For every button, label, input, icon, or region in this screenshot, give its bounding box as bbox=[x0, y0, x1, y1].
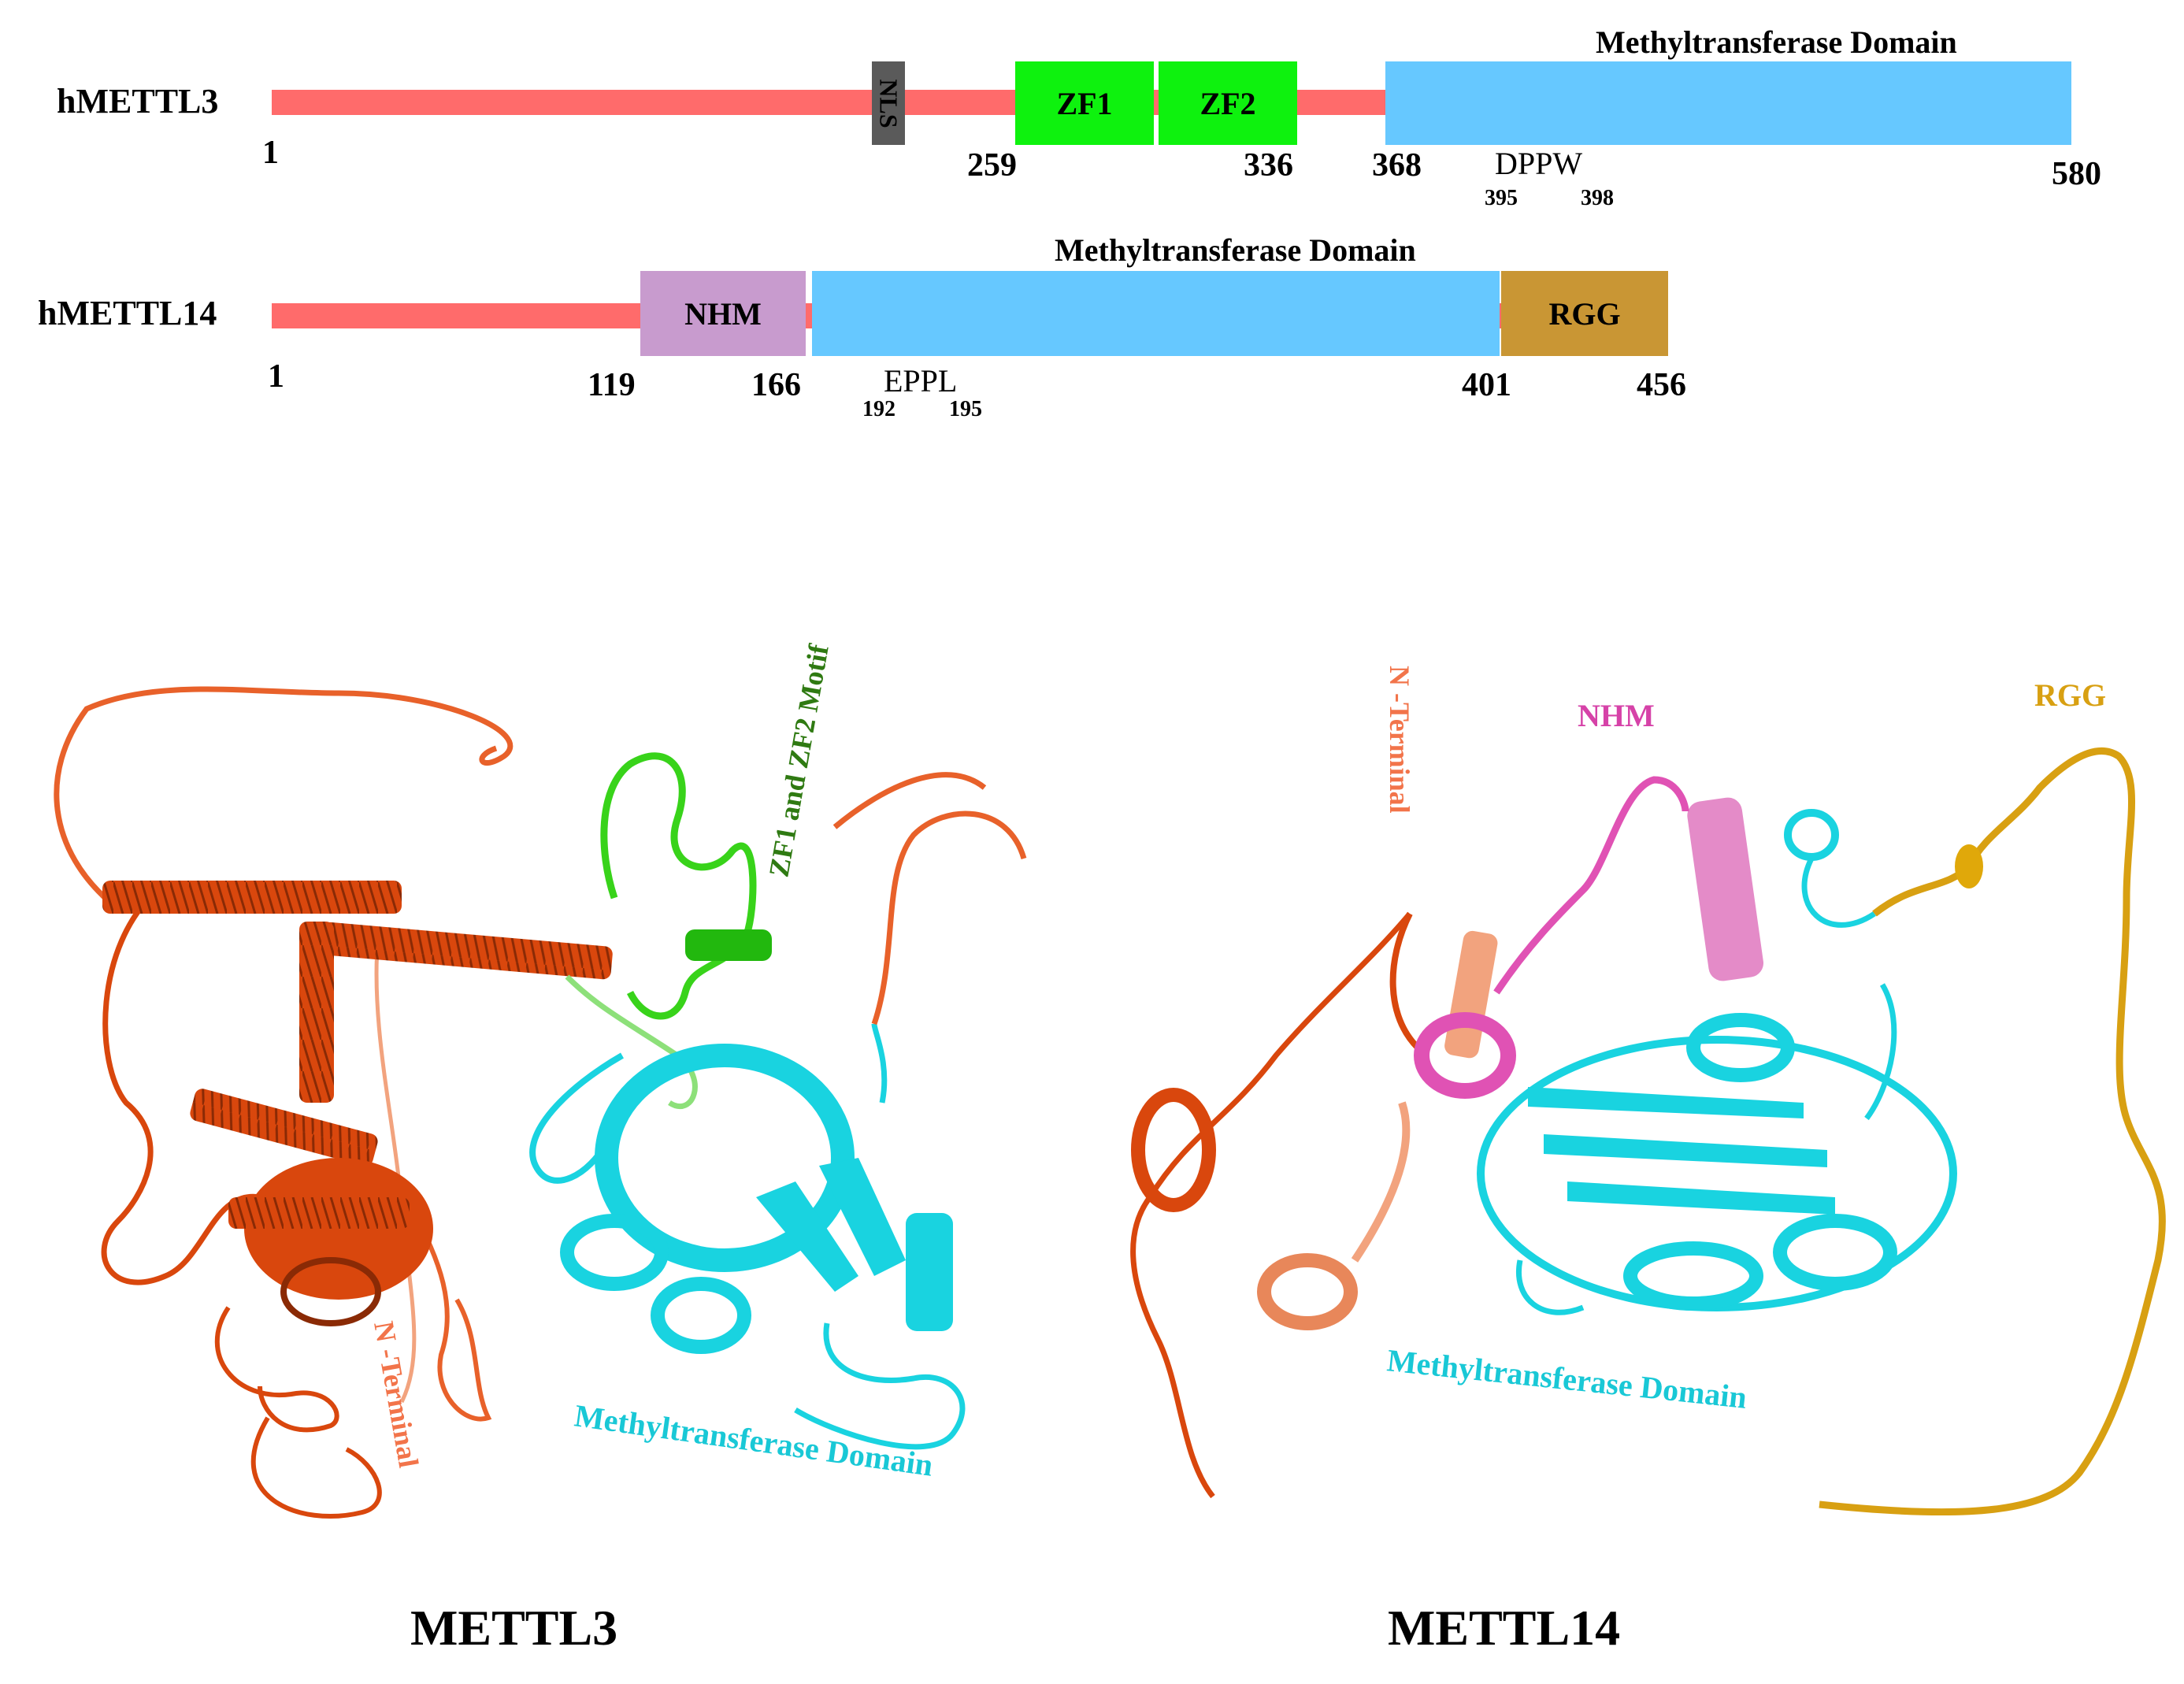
mettl14-nterm-light-loop bbox=[1351, 1101, 1411, 1263]
mettl3-pos-259: 259 bbox=[967, 147, 1017, 184]
mettl3-zf-label: ZF1 and ZF2 Motif bbox=[762, 641, 834, 879]
mettl14-pos-start: 1 bbox=[268, 358, 284, 395]
mettl14-motif-start: 192 bbox=[862, 397, 895, 421]
mettl3-mtase-label-3d: Methyltransferase Domain bbox=[573, 1397, 936, 1482]
mettl3-helix-lower bbox=[228, 1197, 410, 1229]
mettl3-mtase-helix-1 bbox=[560, 1214, 669, 1291]
mettl3-zf-helix bbox=[685, 929, 772, 961]
mettl3-mtase-loop bbox=[529, 1052, 624, 1184]
mettl14-nhm-label-3d: NHM bbox=[1578, 698, 1655, 733]
mettl3-helix-diag bbox=[190, 1089, 378, 1167]
mettl14-structure bbox=[1130, 747, 2166, 1516]
mettl3-c-term-loop bbox=[832, 772, 1027, 1026]
mettl3-pos-end: 580 bbox=[2052, 156, 2101, 192]
mettl14-nhm-helix bbox=[1687, 797, 1763, 981]
mettl3-mtase-helix-2 bbox=[651, 1277, 751, 1354]
mettl3-mtase-label: Methyltransferase Domain bbox=[1596, 24, 1957, 60]
mettl3-mtase-sheet bbox=[756, 1158, 906, 1292]
mettl3-mtase-core bbox=[595, 1044, 855, 1272]
mettl3-zf2-label: ZF2 bbox=[1200, 85, 1256, 121]
mettl3-zf2-box: ZF2 bbox=[1159, 61, 1297, 145]
mettl3-nls-box: NLS bbox=[872, 61, 905, 145]
mettl14-mtase-helix-2 bbox=[1623, 1241, 1763, 1311]
mettl3-zf-motif bbox=[600, 752, 757, 1020]
mettl14-rgg-label-3d: RGG bbox=[2034, 677, 2106, 713]
mettl14-caption: METTL14 bbox=[1388, 1600, 1621, 1656]
mettl3-motif-start: 395 bbox=[1485, 186, 1518, 210]
mettl3-nterm-loop-3 bbox=[214, 1306, 339, 1433]
mettl3-nterm-loop-2 bbox=[101, 888, 261, 1285]
mettl3-pos-368: 368 bbox=[1372, 147, 1422, 184]
mettl14-mtase-helix-1 bbox=[1686, 1013, 1795, 1082]
mettl14-rgg-tail bbox=[1819, 747, 2166, 1516]
mettl14-nterm-loop-2 bbox=[1389, 912, 1420, 1050]
mettl14-nhm-box: NHM bbox=[640, 271, 806, 356]
mettl14-pos-end: 456 bbox=[1637, 367, 1686, 403]
mettl3-helix-horizontal bbox=[102, 881, 402, 914]
mettl14-motif-label: EPPL bbox=[884, 363, 958, 399]
mettl14-mtase-sheets bbox=[1528, 1087, 1835, 1215]
mettl3-nterm-loop-4 bbox=[407, 1204, 492, 1422]
mettl14-mtase-loops bbox=[1516, 857, 1897, 1315]
mettl14-pos-119: 119 bbox=[588, 367, 636, 403]
mettl14-nhm-label: NHM bbox=[684, 295, 762, 332]
mettl3-motif-end: 398 bbox=[1581, 186, 1614, 210]
mettl3-motif-label: DPPW bbox=[1495, 146, 1583, 181]
mettl3-structure bbox=[54, 686, 1027, 1519]
mettl3-helix-cluster-2 bbox=[280, 1257, 381, 1326]
mettl3-zf1-box: ZF1 bbox=[1015, 61, 1154, 145]
mettl3-nterm-loop-5 bbox=[250, 1416, 382, 1519]
mettl14-mtase-label: Methyltransferase Domain bbox=[1055, 232, 1416, 268]
mettl14-nterm-label: N -Terminal bbox=[1384, 666, 1415, 814]
mettl14-nterm-helix bbox=[1131, 1088, 1216, 1212]
mettl3-name: hMETTL3 bbox=[57, 82, 219, 121]
mettl14-mtase-helix-3 bbox=[1773, 1214, 1897, 1291]
mettl14-rgg-coil bbox=[1955, 844, 1983, 888]
mettl14-mtase-box bbox=[812, 271, 1500, 356]
mettl14-rgg-label: RGG bbox=[1548, 295, 1621, 332]
mettl14-nhm-coil bbox=[1414, 1012, 1516, 1099]
mettl3-helix-vertical bbox=[299, 922, 334, 1103]
mettl14-rgg-box: RGG bbox=[1501, 271, 1668, 356]
mettl3-pos-start: 1 bbox=[262, 135, 279, 171]
mettl14-mtase-loop-top bbox=[1784, 809, 1839, 861]
mettl3-mtase-box bbox=[1385, 61, 2071, 145]
mettl14-name: hMETTL14 bbox=[38, 294, 217, 332]
mettl3-nterm-loop bbox=[54, 686, 514, 908]
mettl14-nhm-loop bbox=[1493, 776, 1689, 995]
mettl14-motif-end: 195 bbox=[949, 397, 982, 421]
mettl14-mtase-label-3d: Methyltransferase Domain bbox=[1385, 1342, 1748, 1415]
mettl3-mtase-helix-3 bbox=[906, 1213, 953, 1331]
mettl3-helix-long bbox=[321, 922, 613, 980]
mettl14-pos-401: 401 bbox=[1462, 367, 1511, 403]
mettl3-pos-336: 336 bbox=[1244, 147, 1293, 184]
mettl3-zf1-label: ZF1 bbox=[1056, 85, 1113, 121]
mettl14-nterm-light-coil bbox=[1257, 1253, 1358, 1330]
mettl3-caption: METTL3 bbox=[410, 1600, 618, 1656]
mettl14-nterm-light-helix bbox=[1444, 930, 1498, 1059]
mettl3-mtase-tail bbox=[794, 1023, 966, 1450]
mettl14-pos-166: 166 bbox=[751, 367, 801, 403]
